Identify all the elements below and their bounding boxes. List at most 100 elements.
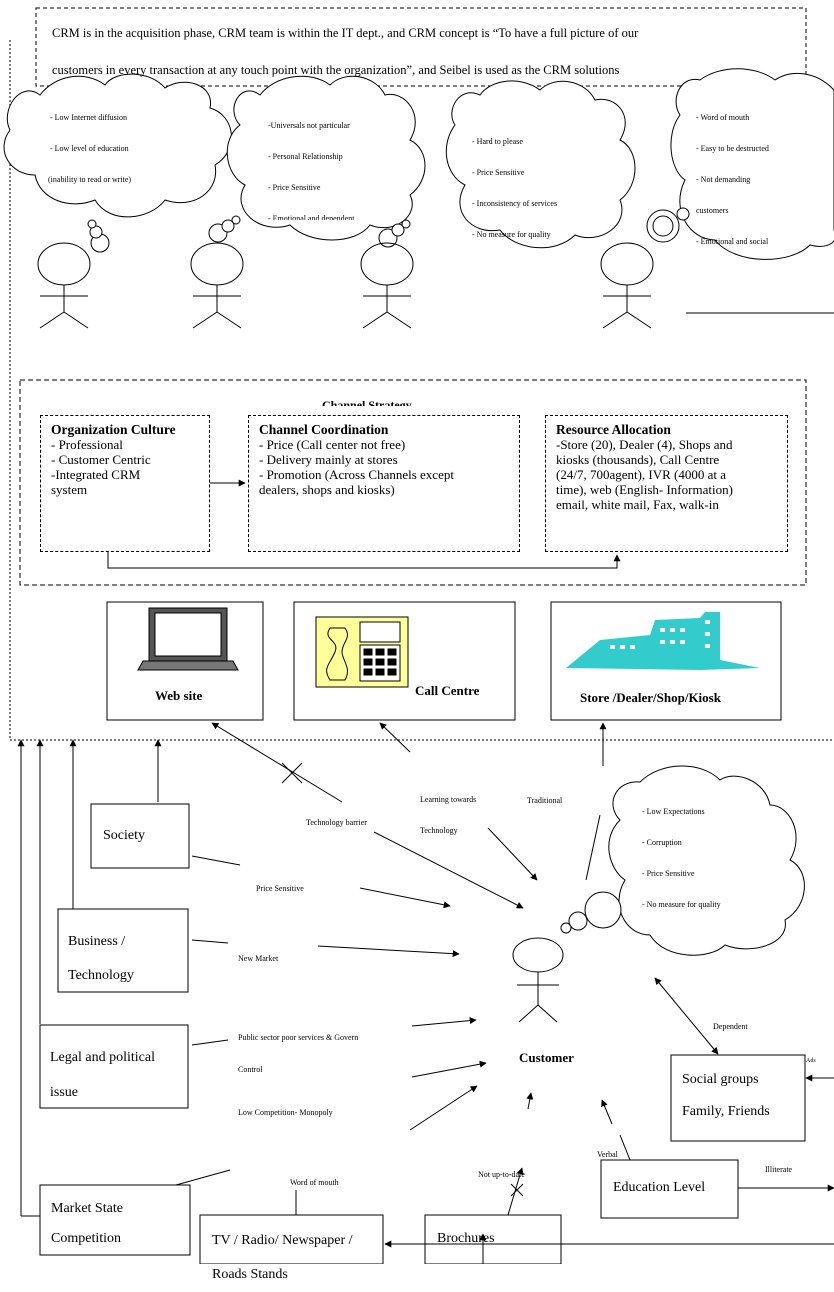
label-illiterate: Illiterate [765, 1165, 793, 1174]
label-learning: Learning towards Technology [420, 784, 476, 846]
store-label: Store /Dealer/Shop/Kiosk [580, 690, 721, 705]
strategy-line: - Professional [51, 437, 123, 452]
education-label: Education Level [613, 1180, 706, 1195]
box-line: Competition [51, 1231, 121, 1246]
customer-stick-figure [512, 937, 564, 1023]
stick-figure-3 [360, 242, 414, 329]
social-label: Social groups Family, Friends [682, 1064, 770, 1128]
thought-bubbles-1 [87, 219, 110, 253]
store-building-icon [566, 612, 760, 670]
cloud-3-text: - Hard to please - Price Sensitive - Inc… [472, 126, 557, 240]
diagram-canvas [3, 7, 834, 1264]
thought-cloud-3 [445, 80, 636, 249]
strategy-line: - Price (Call center not free) [259, 437, 406, 452]
label-line: Technology [420, 826, 458, 835]
strategy-line: (24/7, 700agent), IVR (4000 at a [556, 467, 727, 482]
thought-cloud-1 [3, 73, 232, 218]
cloud-3-line: - Hard to please [472, 137, 523, 146]
label-line: Public sector poor services & Govern [238, 1033, 359, 1042]
resource-allocation-box: Resource Allocation -Store (20), Dealer … [545, 415, 788, 552]
thought-bubbles-3 [378, 219, 411, 248]
call-centre-label: Call Centre [415, 683, 480, 698]
organization-culture-box: Organization Culture - Professional - Cu… [40, 415, 210, 552]
education-box [600, 1159, 739, 1219]
channel-strategy-title: Channel Strategy [322, 398, 412, 406]
label-line: Learning towards [420, 795, 477, 804]
laptop-icon [137, 607, 239, 671]
box-line: Family, Friends [682, 1104, 770, 1119]
upper-frame [9, 40, 834, 741]
cloud-2-line: - Price Sensitive [268, 183, 321, 192]
market-label: Market State Competition [51, 1194, 123, 1254]
business-box [57, 908, 189, 993]
cloud-1-text: - Low Internet diffusion - Low level of … [48, 102, 131, 195]
stick-figure-2 [190, 242, 244, 329]
customer-cloud-line: - No measure for quality [642, 900, 721, 909]
tv-label: TV / Radio/ Newspaper / Roads Stands [212, 1224, 353, 1292]
label-not-up-to-date: Not up-to-date [478, 1170, 525, 1179]
business-label: Business / Technology [68, 925, 134, 993]
label-dependent: Dependent [713, 1022, 748, 1031]
channel-coordination-title: Channel Coordination [259, 422, 389, 437]
box-line: TV / Radio/ Newspaper / [212, 1233, 353, 1248]
cloud-2-line: - Emotional and dependent [268, 214, 355, 220]
box-line: issue [50, 1085, 78, 1100]
customer-cloud-line: - Corruption [642, 838, 682, 847]
telephone-icon [315, 616, 409, 688]
box-line: Business / [68, 934, 126, 949]
thought-bubbles-2 [208, 215, 241, 243]
cloud-2-line: -Universals not particular [268, 121, 350, 130]
cloud-4-text: - Word of mouth - Easy to be destructed … [696, 102, 769, 257]
brochures-label: Brochures [437, 1231, 495, 1246]
header-line-1: CRM is in the acquisition phase, CRM tea… [52, 26, 639, 40]
social-box [670, 1054, 806, 1142]
header-line-2: customers in every transaction at any to… [52, 63, 620, 77]
feedback-lines [17, 739, 162, 1217]
cloud-4-line: customers [696, 206, 729, 215]
box-line: Legal and political [50, 1050, 155, 1065]
resource-allocation-title: Resource Allocation [556, 422, 671, 437]
label-word-of-mouth: Word of mouth [290, 1178, 339, 1187]
cloud-3-line: - No measure for quality [472, 230, 551, 239]
label-line: Control [238, 1065, 263, 1074]
strategy-line: - Customer Centric [51, 452, 151, 467]
cloud-4-line: - Emotional and social [696, 237, 769, 246]
customer-cloud-text: - Low Expectations - Corruption - Price … [642, 796, 721, 920]
legal-label: Legal and political issue [50, 1040, 155, 1110]
web-site-label: Web site [155, 688, 203, 703]
customer-cloud-line: - Low Expectations [642, 807, 705, 816]
stick-figure-1 [37, 242, 91, 329]
label-verbal: Verbal [597, 1150, 618, 1159]
society-label: Society [103, 828, 145, 843]
brochures-box [424, 1214, 562, 1264]
strategy-line: -Integrated CRM [51, 467, 141, 482]
stick-figure-4 [600, 242, 654, 329]
cloud-3-line: - Inconsistency of services [472, 199, 558, 208]
box-line: Roads Stands [212, 1267, 288, 1282]
strategy-line: kiosks (thousands), Call Centre [556, 452, 720, 467]
box-line: Social groups [682, 1072, 759, 1087]
label-new-market: New Market [238, 954, 279, 963]
cloud-4-line: - Easy to be destructed [696, 144, 769, 153]
thought-bubbles-4 [646, 207, 690, 243]
customer-cloud-line: - Price Sensitive [642, 869, 695, 878]
strategy-line: -Store (20), Dealer (4), Shops and [556, 437, 733, 452]
strategy-line: time), web (English- Information) [556, 482, 733, 497]
thought-cloud-4 [670, 68, 834, 260]
cloud-2-line: - Personal Relationship [268, 152, 343, 161]
box-line: Market State [51, 1201, 123, 1216]
label-price-sensitive: Price Sensitive [256, 884, 304, 893]
label-low-competition: Low Competition- Monopoly [238, 1108, 333, 1117]
cloud-4-line: - Word of mouth [696, 113, 750, 122]
channel-strategy-box [19, 379, 807, 586]
thought-cloud-2 [226, 75, 426, 241]
strategy-line: dealers, shops and kiosks) [259, 482, 395, 497]
channel-coordination-box: Channel Coordination - Price (Call cente… [248, 415, 520, 552]
cloud-3-line: - Price Sensitive [472, 168, 525, 177]
label-public-sector: Public sector poor services & Govern Con… [238, 1022, 358, 1086]
market-box [39, 1184, 191, 1256]
cloud-1-line: - Low level of education [50, 144, 129, 153]
organization-culture-title: Organization Culture [51, 422, 176, 437]
society-box [90, 803, 190, 869]
strategy-line: email, white mail, Fax, walk-in [556, 497, 719, 512]
